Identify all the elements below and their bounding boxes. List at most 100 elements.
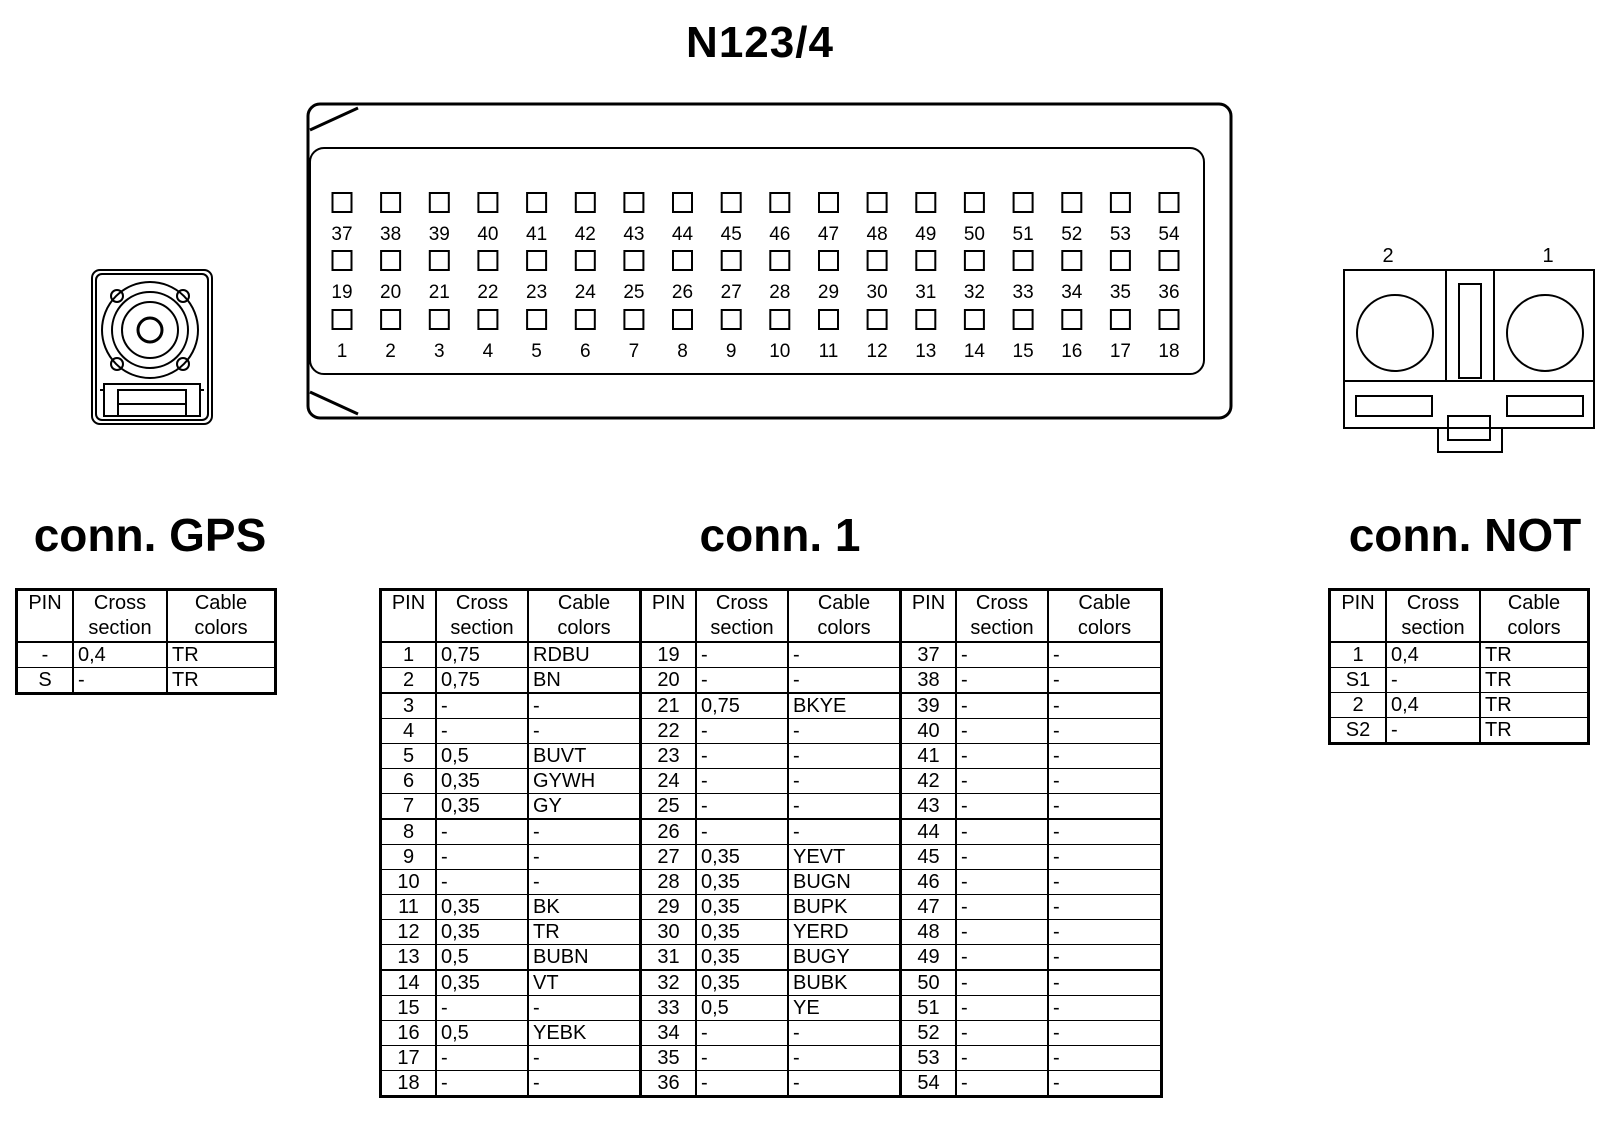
pin-number-label: 43: [623, 224, 644, 245]
pin-socket: [1012, 250, 1034, 271]
pin-socket: [1061, 250, 1083, 271]
pin-socket: [1158, 192, 1180, 213]
pin-cell: 3: [379, 692, 437, 719]
cable-color-cell: -: [1047, 894, 1163, 920]
cross-section-cell: -: [695, 1045, 789, 1071]
pin-cell: 44: [899, 818, 957, 845]
pin-cell: S2: [1328, 717, 1387, 744]
cross-section-cell: -: [695, 667, 789, 694]
cable-color-cell: -: [1047, 768, 1163, 794]
cable-color-cell: -: [1047, 1045, 1163, 1071]
cable-color-cell: -: [1047, 869, 1163, 895]
pin-cell: S: [15, 667, 74, 694]
main-connector-housing: [306, 102, 1233, 420]
pin-socket: [818, 192, 839, 213]
pin-number-label: 20: [380, 282, 401, 303]
cable-color-cell: -: [527, 1045, 642, 1071]
cable-color-cell: -: [1047, 793, 1163, 820]
pin-number-label: 4: [483, 341, 494, 362]
pin-socket: [963, 309, 985, 330]
cable-color-cell: -: [787, 641, 902, 668]
pin-number-label: 2: [385, 341, 396, 362]
cross-section-cell: -: [955, 1070, 1049, 1097]
pin-number-label: 31: [915, 282, 936, 303]
header-pin: PIN: [379, 588, 437, 643]
cable-color-cell: -: [527, 995, 642, 1021]
cross-section-cell: -: [435, 1070, 529, 1097]
pin-cell: 49: [899, 944, 957, 971]
pin-socket: [720, 309, 742, 330]
pin-socket: [866, 192, 888, 213]
cable-color-cell: BUVT: [527, 743, 642, 769]
pin-cell: 30: [639, 919, 697, 945]
cable-color-cell: -: [1047, 844, 1163, 870]
not-connector-icon: [1343, 269, 1595, 453]
pin-number-label: 29: [818, 282, 839, 303]
table-row: 8--26--44--: [379, 818, 1163, 845]
cable-color-cell: -: [1047, 1020, 1163, 1046]
cross-section-cell: 0,75: [695, 692, 789, 719]
cable-color-cell: -: [787, 743, 902, 769]
pin-socket: [574, 250, 596, 271]
pin-cell: 37: [899, 641, 957, 668]
table-row: S1-TR: [1328, 667, 1590, 693]
cable-color-cell: -: [787, 667, 902, 694]
pin-cell: 15: [379, 995, 437, 1021]
pin-number-label: 21: [429, 282, 450, 303]
pin-cell: 48: [899, 919, 957, 945]
cross-section-cell: -: [955, 692, 1049, 719]
pin-cell: 26: [639, 818, 697, 845]
pin-number-label: 22: [477, 282, 498, 303]
pin-cell: 4: [379, 718, 437, 744]
pin-socket: [428, 192, 450, 213]
pin-number-label: 34: [1061, 282, 1083, 303]
page-title: N123/4: [686, 18, 834, 67]
pin-cell: 52: [899, 1020, 957, 1046]
pin-number-label: 44: [672, 224, 694, 245]
cable-color-cell: GY: [527, 793, 642, 820]
cable-color-cell: -: [787, 818, 902, 845]
pin-cell: 1: [1328, 641, 1387, 668]
cable-color-cell: -: [527, 844, 642, 870]
cross-section-cell: 0,35: [695, 944, 789, 971]
pin-cell: 13: [379, 944, 437, 971]
cross-section-cell: -: [695, 768, 789, 794]
pin-socket: [331, 250, 353, 271]
pin-cell: 22: [639, 718, 697, 744]
not-pin-label-1: 1: [1542, 245, 1553, 267]
pin-socket: [1158, 309, 1180, 330]
pin-number-label: 30: [867, 282, 888, 303]
pin-cell: 12: [379, 919, 437, 945]
pin-cell: 40: [899, 718, 957, 744]
pin-number-label: 1: [337, 341, 348, 362]
pin-socket: [1109, 192, 1131, 213]
cable-color-cell: VT: [527, 969, 642, 996]
pin-cell: 5: [379, 743, 437, 769]
pin-number-label: 13: [915, 341, 936, 362]
cross-section-cell: 0,35: [695, 919, 789, 945]
table-row: S - TR: [15, 667, 277, 694]
pin-number-label: 54: [1158, 224, 1180, 245]
cross-section-cell: -: [955, 869, 1049, 895]
pin-cell: 16: [379, 1020, 437, 1046]
cable-color-cell: -: [527, 692, 642, 719]
cross-section-cell: 0,5: [435, 944, 529, 971]
pin-cell: 41: [899, 743, 957, 769]
pin-number-label: 38: [380, 224, 401, 245]
table-row: - 0,4 TR: [15, 641, 277, 668]
pin-cell: 14: [379, 969, 437, 996]
pin-number-label: 26: [672, 282, 693, 303]
cross-section-cell: -: [435, 692, 529, 719]
pin-socket: [915, 250, 937, 271]
pin-socket: [1158, 250, 1180, 271]
pin-number-label: 14: [964, 341, 986, 362]
